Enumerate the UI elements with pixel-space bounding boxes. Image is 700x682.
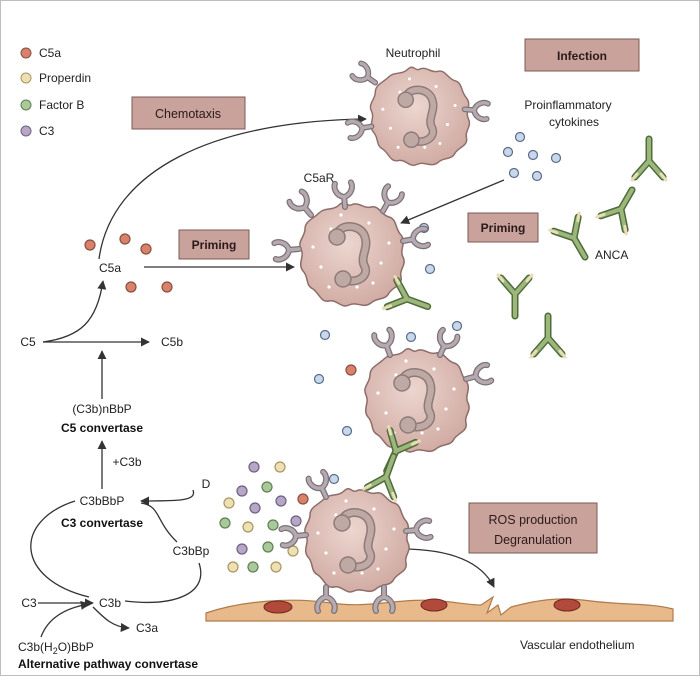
neutrophil-cell-primed — [274, 182, 433, 322]
priming-label-right: Priming — [481, 221, 526, 235]
complement-dots — [219, 461, 309, 573]
legend-label-c5a: C5a — [39, 46, 61, 60]
legend: C5a Properdin Factor B C3 — [20, 46, 91, 138]
c3bbp-up-loop — [140, 502, 178, 543]
factor-d-label: D — [202, 477, 211, 491]
legend-dot-c3 — [20, 125, 32, 137]
c5ar-label: C5aR — [304, 171, 335, 185]
neutrophil-label: Neutrophil — [386, 46, 441, 60]
plus-c3b-label: +C3b — [112, 455, 141, 469]
anca-antibodies — [498, 139, 666, 357]
chemotaxis-label: Chemotaxis — [155, 107, 221, 121]
legend-label-properdin: Properdin — [39, 71, 91, 85]
legend-dot-properdin — [20, 72, 32, 84]
c3a-label: C3a — [136, 621, 158, 635]
legend-label-c3: C3 — [39, 124, 55, 138]
c3-label: C3 — [21, 596, 37, 610]
endothelium — [205, 595, 674, 622]
neutrophil-cell-middle — [365, 329, 492, 451]
priming-box-left: Priming — [178, 229, 250, 260]
neutrophil-cell-bottom — [281, 472, 430, 611]
c3bbp-label: C3bBp — [173, 544, 210, 558]
c5b-label: C5b — [161, 335, 183, 349]
anca-label: ANCA — [595, 248, 628, 262]
c3bh2o-to-c3b-arrow — [40, 600, 90, 638]
c5-convertase-label: C5 convertase — [61, 421, 143, 435]
legend-label-factor-b: Factor B — [39, 98, 84, 112]
c3bbp-to-c3bbbp-arrow — [140, 489, 195, 506]
infection-box: Infection — [524, 38, 640, 72]
c5a-label: C5a — [99, 261, 121, 275]
c3b-to-c3bbp-loop — [124, 562, 202, 603]
cytokine-priming-arrow — [400, 179, 505, 225]
cytokines-label-2: cytokines — [549, 115, 599, 129]
degranulation-label: Degranulation — [494, 533, 572, 547]
c3bbbp-label: C3bBbP — [80, 494, 125, 508]
legend-dot-c5a — [20, 47, 32, 59]
c3-convertase-loop — [30, 500, 90, 598]
neutrophil-cell-top — [348, 63, 488, 165]
pathway-arrows — [30, 114, 505, 638]
priming-box-right: Priming — [467, 212, 539, 243]
c3b-to-c3a-arrow — [92, 606, 130, 633]
c5-to-c5a-arrow — [42, 280, 107, 343]
infection-label: Infection — [557, 49, 607, 63]
ros-box: ROS production Degranulation — [468, 502, 598, 554]
vascular-endothelium-label: Vascular endothelium — [520, 638, 635, 652]
c3-convertase-label: C3 convertase — [61, 516, 143, 530]
c5-label: C5 — [20, 335, 36, 349]
c3bh2o-label: C3b(H2O)BbP — [18, 640, 94, 656]
cytokines-label-1: Proinflammatory — [524, 98, 611, 112]
c5a-dots — [84, 233, 357, 376]
chemotaxis-arrow — [98, 114, 367, 260]
c3b-label: C3b — [99, 596, 121, 610]
priming-label-left: Priming — [192, 238, 237, 252]
c3bnbbp-label: (C3b)nBbP — [72, 402, 131, 416]
cytokine-dots — [313, 131, 562, 485]
degranulation-arrow — [400, 548, 495, 588]
legend-dot-factor-b — [20, 99, 32, 111]
alt-pathway-convertase-label: Alternative pathway convertase — [18, 657, 198, 671]
chemotaxis-box: Chemotaxis — [131, 96, 246, 130]
ros-label: ROS production — [489, 513, 578, 527]
